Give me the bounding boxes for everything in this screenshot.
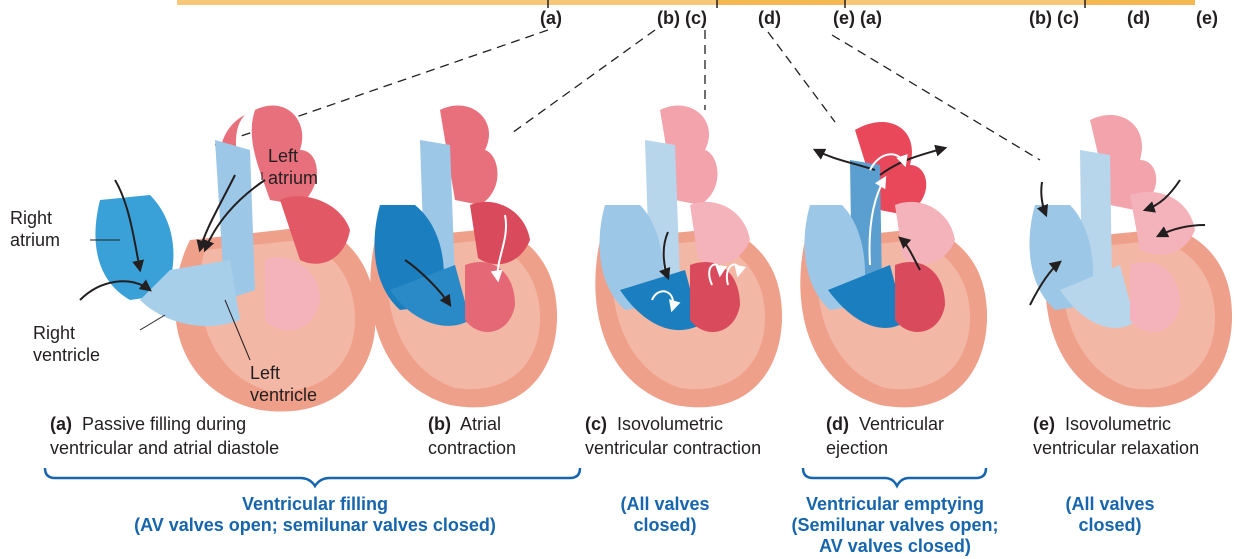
caption-b-line2: contraction (428, 438, 516, 458)
caption-e: (e) Isovolumetric ventricular relaxation (1033, 412, 1199, 460)
timeline-tick-marks (548, 0, 1085, 8)
phase-ventricular-filling: Ventricular filling (AV valves open; sem… (0, 494, 630, 536)
caption-e-line1: Isovolumetric (1065, 414, 1171, 434)
caption-a-letter: (a) (50, 414, 72, 434)
phase-filling-line1: Ventricular filling (0, 494, 630, 515)
heart-c (595, 106, 782, 408)
caption-e-line2: ventricular relaxation (1033, 438, 1199, 458)
caption-a-line1: Passive filling during (82, 414, 246, 434)
caption-b: (b) Atrial contraction (428, 412, 516, 460)
caption-c-line2: ventricular contraction (585, 438, 761, 458)
heart-b (370, 106, 557, 408)
label-right-ventricle: Right ventricle (33, 322, 103, 366)
caption-a: (a) Passive filling during ventricular a… (50, 412, 279, 460)
phase-emptying-line1: Ventricular emptying (770, 494, 1020, 515)
timeline-leader-lines (215, 30, 1040, 160)
phase-emptying-line2: (Semilunar valves open; (770, 515, 1020, 536)
phase-closed2-line2: closed) (1045, 515, 1175, 536)
caption-c: (c) Isovolumetric ventricular contractio… (585, 412, 761, 460)
label-right-atrium: Right atrium (10, 207, 70, 251)
label-left-atrium: Left atrium (268, 145, 328, 189)
caption-d-line1: Ventricular (859, 414, 944, 434)
phase-closed2-line1: (All valves (1045, 494, 1175, 515)
heart-d (800, 122, 987, 407)
caption-c-line1: Isovolumetric (617, 414, 723, 434)
caption-d-letter: (d) (826, 414, 849, 434)
caption-c-letter: (c) (585, 414, 607, 434)
heart-e (1030, 115, 1233, 407)
label-left-ventricle: Left ventricle (250, 362, 320, 406)
caption-a-line2: ventricular and atrial diastole (50, 438, 279, 458)
caption-d-line2: ejection (826, 438, 888, 458)
phase-ventricular-emptying: Ventricular emptying (Semilunar valves o… (770, 494, 1020, 557)
caption-e-letter: (e) (1033, 414, 1055, 434)
phase-filling-line2: (AV valves open; semilunar valves closed… (0, 515, 630, 536)
heart-a (80, 106, 376, 412)
phase-braces (45, 468, 986, 486)
caption-d: (d) Ventricular ejection (826, 412, 944, 460)
caption-b-line1: Atrial (460, 414, 501, 434)
phase-all-valves-closed-2: (All valves closed) (1045, 494, 1175, 536)
phase-emptying-line3: AV valves closed) (770, 536, 1020, 557)
phase-all-valves-closed-1: (All valves closed) (600, 494, 730, 536)
phase-closed1-line1: (All valves (600, 494, 730, 515)
caption-b-letter: (b) (428, 414, 451, 434)
phase-closed1-line2: closed) (600, 515, 730, 536)
